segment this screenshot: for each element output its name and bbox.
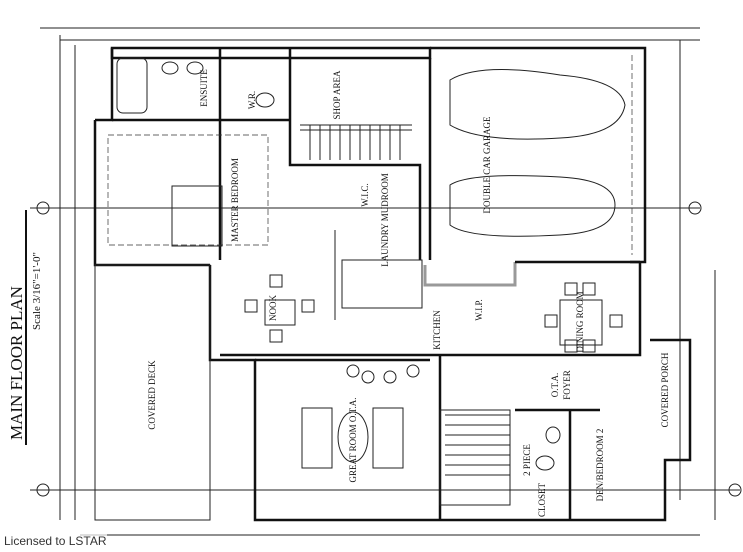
room-master: MASTER BEDROOM	[230, 158, 240, 242]
room-deck: COVERED DECK	[147, 360, 157, 430]
room-porch: COVERED PORCH	[660, 352, 670, 427]
room-great: GREAT ROOM O.T.A.	[348, 398, 358, 483]
interior-walls	[112, 48, 640, 520]
license-watermark: Licensed to LSTAR	[4, 534, 107, 548]
room-garage: DOUBLE CAR GARAGE	[482, 116, 492, 214]
room-ota: O.T.A.	[550, 373, 560, 398]
room-labels: ENSUITE W.R. SHOP AREA MASTER BEDROOM W.…	[147, 69, 670, 517]
room-dining: DINING ROOM	[575, 291, 585, 352]
room-shop: SHOP AREA	[332, 70, 342, 119]
plan-title: MAIN FLOOR PLAN	[7, 286, 26, 440]
fixtures	[107, 57, 623, 476]
room-closet: CLOSET	[537, 483, 547, 518]
room-wr: W.R.	[247, 91, 257, 109]
room-wip: W.I.P.	[474, 299, 484, 320]
plan-scale: Scale 3/16"=1'-0"	[31, 252, 43, 330]
room-laundry: LAUNDRY MUDROOM	[380, 173, 390, 266]
car-icon	[449, 69, 626, 237]
room-foyer: FOYER	[562, 370, 572, 400]
room-wic: W.I.C.	[360, 183, 370, 206]
dimension-lines	[30, 27, 742, 536]
room-bedroom-2: DEN/BEDROOM 2	[595, 429, 605, 502]
room-two-piece: 2 PIECE	[522, 444, 532, 476]
room-kitchen: KITCHEN	[432, 310, 442, 350]
room-ensuite: ENSUITE	[199, 69, 209, 107]
room-nook: NOOK	[268, 295, 278, 321]
